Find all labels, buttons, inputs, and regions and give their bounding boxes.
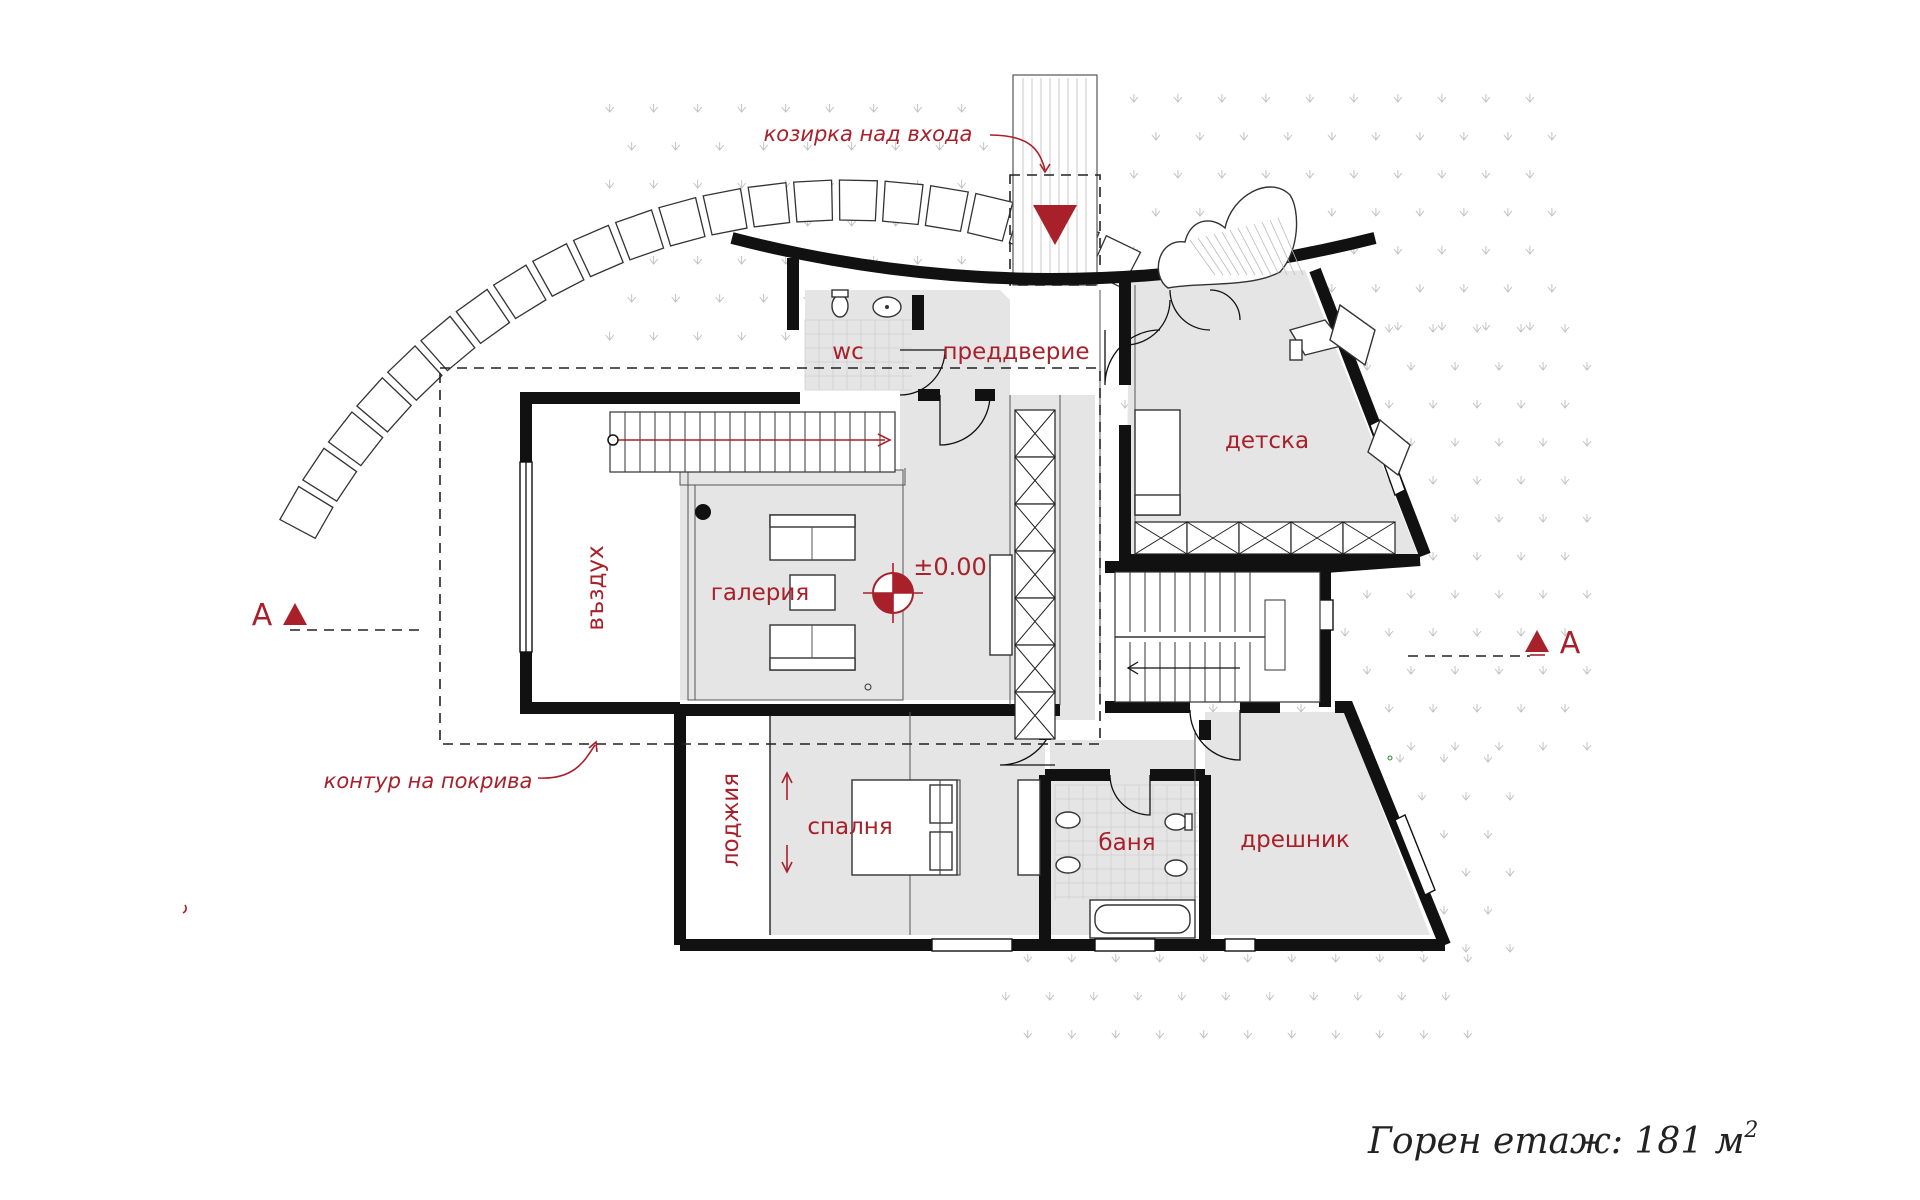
stepping-stone <box>614 209 665 261</box>
stepping-stone <box>747 182 791 228</box>
room-label-vestibule: преддверие <box>943 339 1090 365</box>
bath-sink-1 <box>1055 811 1081 829</box>
room-label-bedroom: спалня <box>807 814 892 840</box>
leader-lines <box>182 134 1393 914</box>
footer-area: Горен етаж: 181 м2 <box>1367 1118 1758 1162</box>
room-label-air: въздух <box>583 545 609 630</box>
svg-text:Горен етаж: 181 м2: Горен етаж: 181 м2 <box>1367 1118 1758 1162</box>
room-label-kids: детска <box>1225 428 1309 454</box>
room-label-wardrobe: дрешник <box>1240 827 1350 853</box>
level-marker <box>863 563 923 623</box>
room-label-bath: баня <box>1098 830 1155 856</box>
section-letter-right: A <box>1560 626 1581 661</box>
sideboard <box>989 554 1013 656</box>
note-canopy: козирка над входа <box>764 122 973 146</box>
terrace-planter <box>1157 186 1298 289</box>
level-value: ±0.00 <box>913 553 987 581</box>
staircases <box>609 411 1321 703</box>
stepping-stone <box>792 179 834 223</box>
stepping-stone <box>492 264 547 320</box>
stepping-stone <box>419 315 476 372</box>
built-in-cabinets <box>1014 409 1396 740</box>
entrance-canopy <box>1009 74 1101 286</box>
stepping-stone <box>924 185 969 232</box>
stepping-stone <box>327 411 384 467</box>
stepping-stone <box>301 447 358 503</box>
stepping-stone <box>279 485 334 540</box>
entrance-arrow-icon <box>1033 205 1077 245</box>
room-label-gallery: галерия <box>711 580 809 606</box>
stepping-stone <box>386 344 443 402</box>
stepping-stone <box>531 242 585 298</box>
stepping-stone <box>658 196 706 247</box>
footer-superscript: 2 <box>1743 1118 1758 1143</box>
section-letter-left: A <box>252 598 273 633</box>
toilet-icon <box>831 294 849 318</box>
section-marks <box>283 603 1549 657</box>
doors <box>899 289 1241 816</box>
section-arrow-right-icon <box>1525 630 1549 652</box>
footer-label: Горен етаж: 181 м <box>1367 1121 1744 1162</box>
stepping-stone <box>572 224 624 278</box>
stepping-stone <box>966 192 1014 242</box>
roof-outline <box>439 367 1101 745</box>
section-arrow-left-icon <box>283 603 307 625</box>
room-label-wc: wc <box>832 339 863 365</box>
room-label-loggia: лоджия <box>718 773 744 867</box>
note-roof-outline: контур на покрива <box>324 769 533 793</box>
bedroom-wardrobe <box>1017 779 1041 876</box>
stepping-stone <box>702 187 748 236</box>
bath-toilet-icon <box>1164 813 1188 831</box>
stepping-stone <box>455 288 511 345</box>
furniture <box>695 186 1411 939</box>
stepping-stone <box>355 376 413 433</box>
stepping-stone <box>838 179 879 222</box>
coffee-table <box>789 574 836 611</box>
stepping-stone <box>881 180 924 226</box>
direction-arrows <box>607 433 1240 874</box>
bath-sink-2 <box>1055 856 1081 874</box>
bidet-icon <box>1164 859 1188 877</box>
